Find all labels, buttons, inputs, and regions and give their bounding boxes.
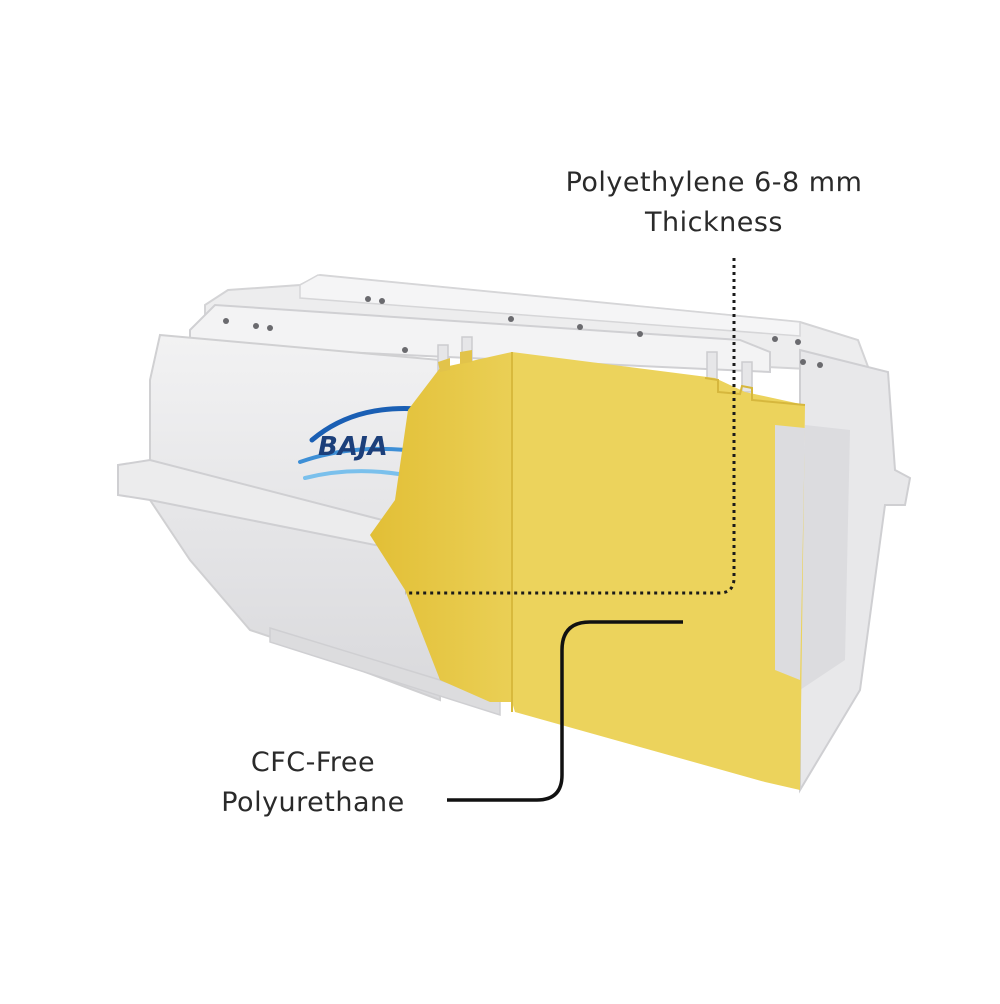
polyurethane-leader-line (447, 620, 683, 802)
screw-holes (223, 296, 823, 368)
brand-text: BAJA (318, 432, 388, 462)
polyurethane-callout-line1: CFC-Free (250, 747, 376, 778)
polyurethane-callout-line2: Polyurethane (221, 787, 405, 818)
polyethylene-callout-line2: Thickness (645, 207, 783, 238)
polyethylene-callout: Polyethylene 6-8 mm Thickness (540, 163, 888, 243)
polyethylene-leader-line (405, 258, 736, 595)
foam-insulation-cutaway (370, 350, 806, 790)
polyurethane-callout: CFC-Free Polyurethane (168, 743, 458, 823)
polyethylene-callout-line1: Polyethylene 6-8 mm (565, 167, 863, 198)
cooler-shell (117, 273, 912, 794)
